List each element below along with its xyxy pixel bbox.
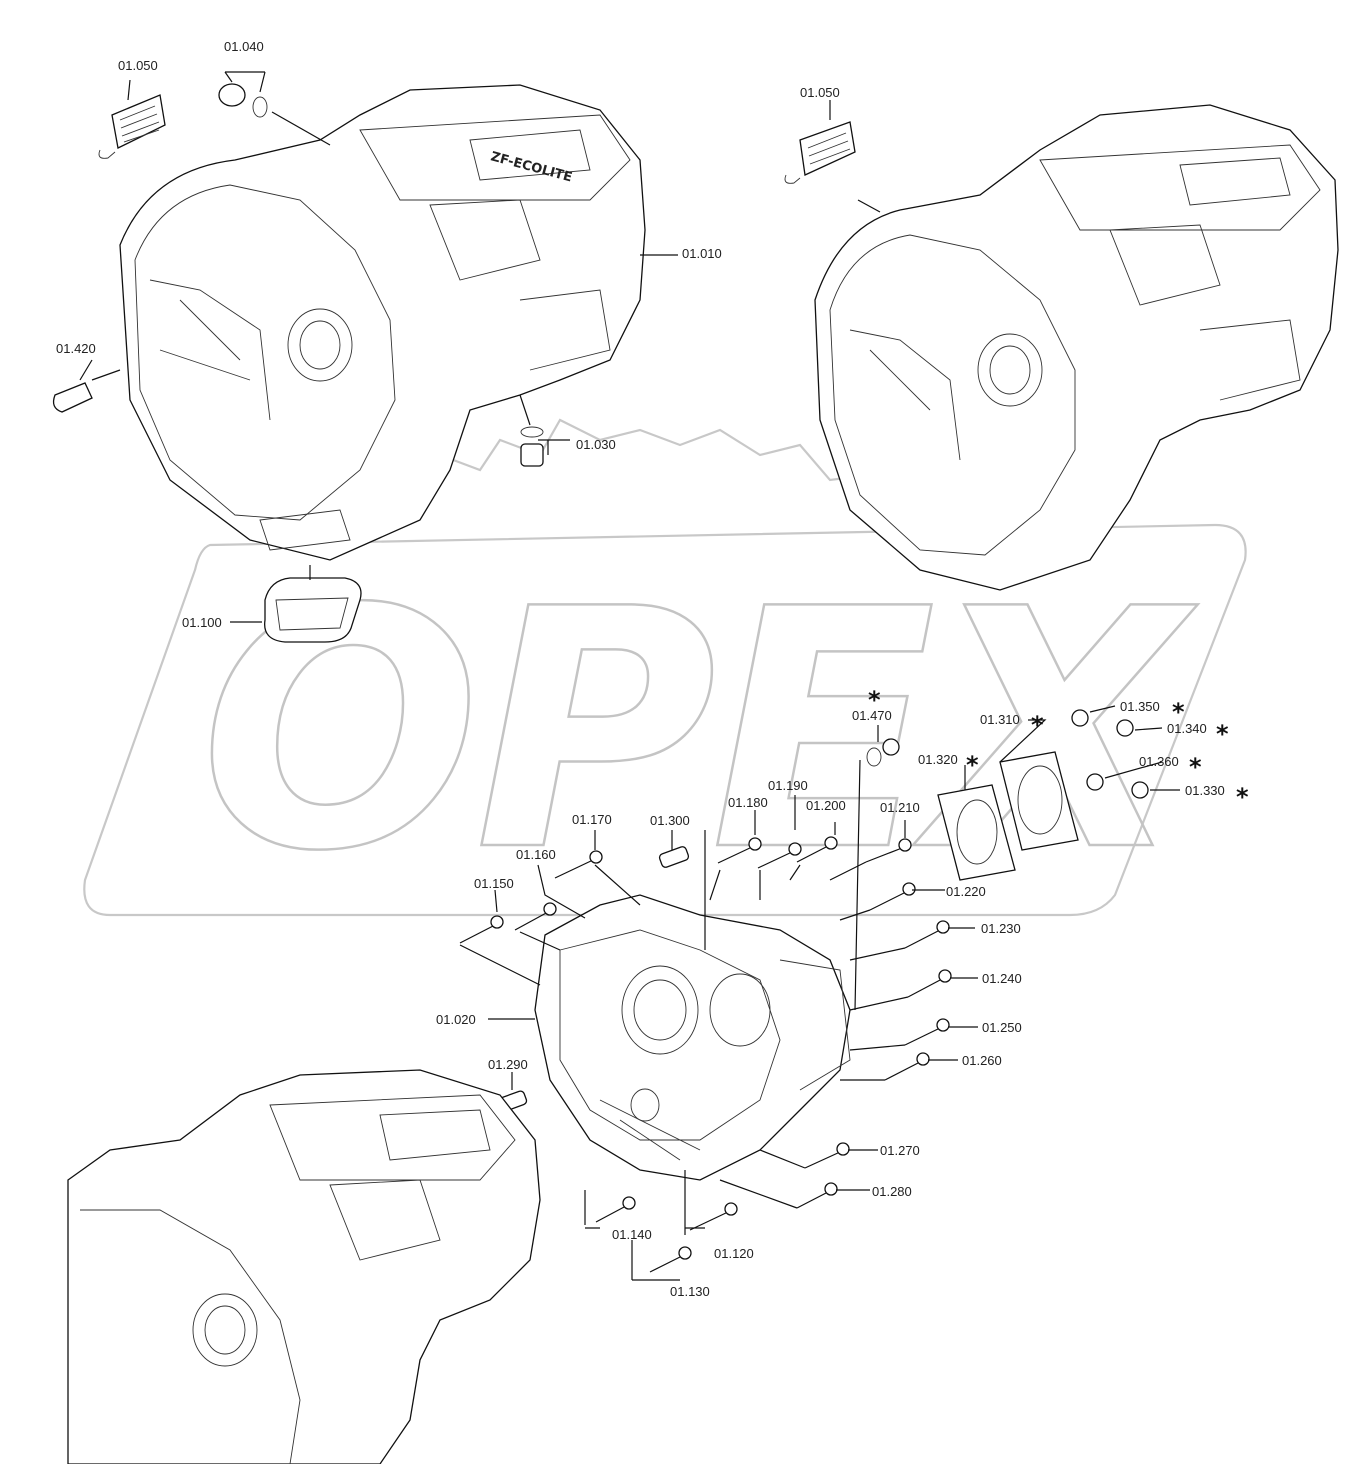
bolt-01-330 — [1131, 781, 1149, 799]
callout-01-130: 01.130 — [670, 1284, 710, 1299]
clutch-housing-lower — [534, 894, 851, 1181]
callout-01-160: 01.160 — [516, 847, 556, 862]
callout-01-040: 01.040 — [224, 39, 264, 54]
callout-01-340: 01.340 — [1167, 721, 1207, 736]
callout-01-210: 01.210 — [880, 800, 920, 815]
callout-01-050: 01.050 — [118, 58, 158, 73]
callout-01-240: 01.240 — [982, 971, 1022, 986]
plug-01-040 — [218, 83, 268, 118]
callout-01-310: 01.310 — [980, 712, 1020, 727]
callout-01-250: 01.250 — [982, 1020, 1022, 1035]
watermark-text: OPEX — [200, 539, 1198, 923]
bolt-01-190 — [757, 842, 802, 869]
callout-01-030: 01.030 — [576, 437, 616, 452]
callout-01-010: 01.010 — [682, 246, 722, 261]
housing-lower-left — [67, 1069, 541, 1464]
bolt-01-200 — [796, 836, 838, 863]
housing-upper-left: ZF-ECOLITE — [119, 84, 646, 561]
plug-01-030 — [520, 426, 544, 467]
bolt-01-260 — [884, 1052, 930, 1081]
callout-01-350: 01.350 — [1120, 699, 1160, 714]
bolt-01-180 — [717, 837, 762, 864]
callout-01-290: 01.290 — [488, 1057, 528, 1072]
callout-01-120: 01.120 — [714, 1246, 754, 1261]
bolt-01-140 — [595, 1196, 636, 1223]
bolt-01-220 — [869, 882, 916, 911]
flange-01-310 — [999, 751, 1079, 851]
asterisk-01-350: * — [1172, 698, 1185, 726]
bolt-01-160 — [514, 902, 557, 931]
callout-01-360: 01.360 — [1139, 754, 1179, 769]
callout-01-420: 01.420 — [56, 341, 96, 356]
callout-01-180: 01.180 — [728, 795, 768, 810]
callout-01-140: 01.140 — [612, 1227, 652, 1242]
bolt-01-280 — [796, 1182, 838, 1209]
ring-01-470 — [866, 738, 900, 767]
bolt-01-240 — [907, 969, 952, 998]
pin-01-420 — [52, 382, 93, 413]
bolt-01-120 — [689, 1202, 738, 1231]
asterisk-01-470: * — [868, 686, 881, 714]
callout-01-100: 01.100 — [182, 615, 222, 630]
breather-plate-right — [784, 121, 856, 184]
callout-01-190: 01.190 — [768, 778, 808, 793]
bolt-01-170 — [554, 850, 603, 879]
pin-01-300 — [658, 846, 690, 868]
callout-01-330: 01.330 — [1185, 783, 1225, 798]
leader-lines — [79, 71, 1180, 1281]
bolt-01-210 — [865, 838, 912, 863]
watermark: OPEX — [83, 418, 1247, 924]
gasket-01-100 — [264, 577, 362, 643]
bolt-01-270 — [804, 1142, 850, 1169]
asterisk-01-330: * — [1236, 783, 1249, 811]
callout-01-150: 01.150 — [474, 876, 514, 891]
breather-plate — [98, 94, 166, 159]
bolt-01-360 — [1086, 773, 1104, 791]
callout-01-170: 01.170 — [572, 812, 612, 827]
callout-01-200: 01.200 — [806, 798, 846, 813]
callout-01-300: 01.300 — [650, 813, 690, 828]
callout-01-230: 01.230 — [981, 921, 1021, 936]
gasket-01-320 — [937, 784, 1016, 881]
callouts: 01.050 01.040 01.010 01.420 01.030 01.10… — [56, 39, 1225, 1299]
callout-01-050b: 01.050 — [800, 85, 840, 100]
callout-01-020: 01.020 — [436, 1012, 476, 1027]
bolt-01-150 — [459, 915, 504, 944]
bolt-01-130 — [649, 1246, 692, 1273]
callout-01-320: 01.320 — [918, 752, 958, 767]
callout-01-270: 01.270 — [880, 1143, 920, 1158]
asterisk-markers: * * * * * * * — [868, 686, 1249, 811]
bolt-01-250 — [904, 1018, 950, 1046]
callout-01-220: 01.220 — [946, 884, 986, 899]
callout-01-470: 01.470 — [852, 708, 892, 723]
housing-upper-right — [814, 104, 1339, 591]
bolt-01-230 — [904, 920, 950, 949]
asterisk-01-360: * — [1189, 753, 1202, 781]
bolt-01-350 — [1071, 709, 1089, 727]
asterisk-01-310: * — [1031, 711, 1044, 739]
callout-01-280: 01.280 — [872, 1184, 912, 1199]
asterisk-01-320: * — [966, 751, 979, 779]
bolt-01-340 — [1116, 719, 1134, 737]
asterisk-01-340: * — [1216, 720, 1229, 748]
callout-01-260: 01.260 — [962, 1053, 1002, 1068]
